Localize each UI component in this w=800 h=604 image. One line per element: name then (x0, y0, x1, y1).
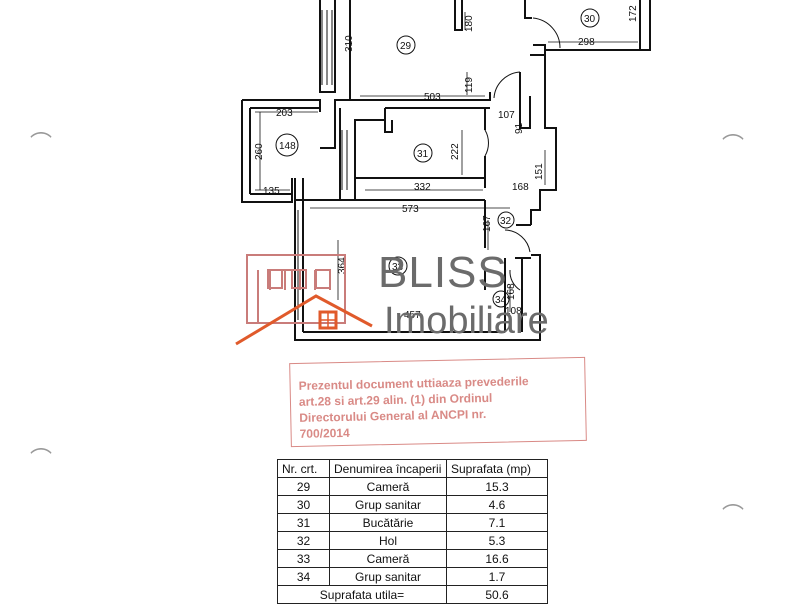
cell-name: Grup sanitar (329, 495, 447, 514)
dim-label: 298 (578, 37, 595, 48)
dim-label: 108 (505, 306, 522, 317)
dim-label: 107 (498, 110, 515, 121)
dimension-labels: 310 180 172 298 503 119 107 91 222 151 2… (254, 5, 639, 321)
dim-label: 180 (464, 15, 475, 32)
dim-label: 364 (337, 257, 348, 274)
table-header-row: Nr. crt. Denumirea încaperii Suprafata (… (277, 459, 548, 478)
cell-name: Grup sanitar (329, 567, 447, 586)
dim-label: 151 (534, 163, 545, 180)
dim-label: 503 (424, 92, 441, 103)
dim-label: 119 (464, 77, 475, 93)
door-arcs (484, 17, 561, 291)
cell-area: 1.7 (446, 567, 548, 586)
cell-area: 16.6 (446, 549, 548, 568)
table-row: 32 Hol 5.3 (277, 531, 548, 550)
cell-nr: 33 (277, 549, 330, 568)
cell-nr: 29 (277, 477, 330, 496)
table-row: 34 Grup sanitar 1.7 (277, 567, 548, 586)
ancpi-stamp: Prezentul document uttiaaza prevederile … (289, 356, 587, 448)
cell-area: 7.1 (446, 513, 548, 532)
table-row: 31 Bucătărie 7.1 (277, 513, 548, 532)
cell-nr: 30 (277, 495, 330, 514)
cell-name: Hol (329, 531, 447, 550)
table-row: 30 Grup sanitar 4.6 (277, 495, 548, 514)
dim-label: 172 (628, 5, 639, 22)
table-total-row: Suprafata utila= 50.6 (277, 585, 548, 604)
cell-area: 5.3 (446, 531, 548, 550)
dim-label: 573 (402, 204, 419, 215)
room-label: 30 (584, 14, 596, 25)
floor-plan: 310 180 172 298 503 119 107 91 222 151 2… (235, 0, 651, 346)
cell-name: Cameră (329, 549, 447, 568)
logo-bliss-text: BLISS (378, 248, 508, 297)
dim-label: 167 (482, 215, 493, 232)
dim-label: 91 (514, 122, 525, 134)
bliss-logo-mark (235, 254, 373, 346)
table-row: 33 Cameră 16.6 (277, 549, 548, 568)
window-marks (297, 10, 348, 320)
logo-imobiliare-text: Imobiliare (384, 300, 549, 342)
walls (241, 0, 651, 341)
dimension-lines (255, 12, 638, 312)
room-label: 33 (392, 262, 404, 273)
margin-mark: ⌒ (722, 503, 745, 528)
room-label: 29 (400, 41, 412, 52)
dim-label: 332 (414, 182, 431, 193)
room-markers (275, 8, 600, 308)
dim-label: 222 (450, 143, 461, 160)
cell-name: Cameră (329, 477, 447, 496)
dim-label: 203 (276, 108, 293, 119)
cell-nr: 34 (277, 567, 330, 586)
margin-mark: ⌒ (30, 131, 53, 156)
dim-label: 260 (254, 143, 265, 160)
cell-name: Bucătărie (329, 513, 447, 532)
room-numbers: 29 30 148 31 32 33 34 (279, 14, 596, 306)
room-label: 31 (417, 149, 429, 160)
logo-frame (246, 254, 346, 324)
cell-nr: 32 (277, 531, 330, 550)
cell-area: 15.3 (446, 477, 548, 496)
header-area: Suprafata (mp) (446, 459, 548, 478)
total-value: 50.6 (446, 585, 548, 604)
dim-label: 457 (404, 310, 421, 321)
dim-label: 168 (512, 182, 529, 193)
room-label: 148 (279, 141, 296, 152)
dim-label: 135 (263, 186, 280, 197)
dim-label: 168 (506, 283, 517, 300)
margin-mark: ⌒ (722, 133, 745, 158)
header-nr: Nr. crt. (277, 459, 330, 478)
cell-nr: 31 (277, 513, 330, 532)
header-name: Denumirea încaperii (329, 459, 447, 478)
margin-mark: ⌒ (30, 447, 53, 472)
dim-label: 310 (344, 35, 355, 52)
rooms-table: Nr. crt. Denumirea încaperii Suprafata (… (277, 459, 548, 604)
room-label: 32 (500, 216, 512, 227)
total-label: Suprafata utila= (277, 585, 447, 604)
room-label: 34 (495, 295, 507, 306)
table-row: 29 Cameră 15.3 (277, 477, 548, 496)
cell-area: 4.6 (446, 495, 548, 514)
